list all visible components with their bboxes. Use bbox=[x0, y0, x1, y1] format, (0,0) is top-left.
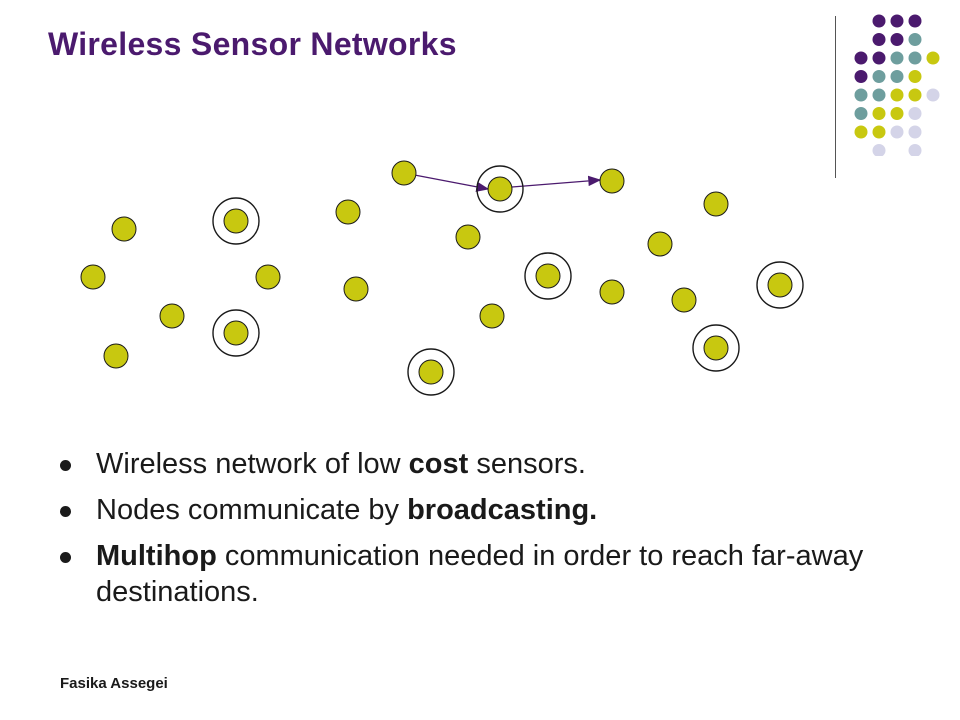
decorative-dot bbox=[854, 51, 868, 65]
decorative-dot bbox=[872, 51, 886, 65]
decorative-dot bbox=[890, 70, 904, 83]
bullet-item: Wireless network of low cost sensors. bbox=[60, 446, 890, 482]
bullet-list: Wireless network of low cost sensors. No… bbox=[60, 446, 890, 620]
sensor-node bbox=[343, 276, 369, 302]
sensor-node bbox=[111, 216, 137, 242]
decorative-dot bbox=[872, 144, 886, 156]
decorative-dot bbox=[872, 125, 886, 139]
decorative-dot-grid bbox=[854, 14, 940, 156]
sensor-node bbox=[255, 264, 281, 290]
broadcast-arrow bbox=[403, 172, 490, 192]
sensor-node bbox=[599, 168, 625, 194]
bullet-run: sensors. bbox=[468, 448, 586, 480]
broadcast-range-ring bbox=[476, 165, 524, 213]
bullet-emphasis: broadcasting. bbox=[407, 494, 598, 526]
sensor-node bbox=[767, 272, 793, 298]
decorative-dot bbox=[890, 125, 904, 139]
decorative-dot bbox=[890, 14, 904, 28]
bullet-emphasis: cost bbox=[408, 448, 469, 480]
broadcast-range-ring bbox=[212, 197, 260, 245]
sensor-node bbox=[223, 208, 249, 234]
title-divider bbox=[835, 16, 836, 178]
decorative-dot bbox=[854, 70, 868, 83]
decorative-dot bbox=[908, 51, 922, 65]
sensor-node bbox=[335, 199, 361, 225]
sensor-node bbox=[671, 287, 697, 313]
decorative-dot bbox=[890, 107, 904, 120]
broadcast-range-ring bbox=[212, 309, 260, 357]
decorative-dot bbox=[890, 33, 904, 46]
sensor-node bbox=[535, 263, 561, 289]
bullet-text: Multihop communication needed in order t… bbox=[96, 540, 863, 608]
sensor-node bbox=[599, 279, 625, 305]
sensor-node bbox=[703, 191, 729, 217]
dot-grid bbox=[854, 14, 940, 156]
bullet-item: Multihop communication needed in order t… bbox=[60, 538, 890, 610]
broadcast-range-ring bbox=[524, 252, 572, 300]
sensor-node bbox=[479, 303, 505, 329]
decorative-dot bbox=[908, 125, 922, 139]
bullet-text: Nodes communicate by broadcasting. bbox=[96, 494, 597, 526]
decorative-dot bbox=[908, 107, 922, 120]
sensor-node bbox=[703, 335, 729, 361]
decorative-dot bbox=[854, 88, 868, 102]
decorative-dot bbox=[926, 88, 940, 102]
decorative-dot bbox=[872, 14, 886, 28]
broadcast-range-ring bbox=[407, 348, 455, 396]
decorative-dot bbox=[854, 125, 868, 139]
sensor-node bbox=[391, 160, 417, 186]
decorative-dot bbox=[908, 144, 922, 156]
decorative-dot bbox=[890, 88, 904, 102]
bullet-dot-icon bbox=[60, 460, 71, 471]
decorative-dot bbox=[872, 33, 886, 46]
decorative-dot bbox=[926, 51, 940, 65]
decorative-dot bbox=[872, 70, 886, 83]
broadcast-range-ring bbox=[692, 324, 740, 372]
sensor-node bbox=[418, 359, 444, 385]
bullet-run: Nodes communicate by bbox=[96, 494, 408, 526]
sensor-node bbox=[487, 176, 513, 202]
broadcast-arrow bbox=[511, 175, 602, 188]
decorative-dot bbox=[908, 14, 922, 28]
bullet-item: Nodes communicate by broadcasting. bbox=[60, 492, 890, 528]
decorative-dot bbox=[890, 51, 904, 65]
decorative-dot bbox=[908, 70, 922, 83]
decorative-dot bbox=[854, 107, 868, 120]
bullet-run: communication needed in order to reach f… bbox=[96, 540, 864, 608]
slide-title: Wireless Sensor Networks bbox=[48, 26, 457, 62]
sensor-node bbox=[159, 303, 185, 329]
sensor-node bbox=[80, 264, 106, 290]
sensor-node bbox=[103, 343, 129, 369]
sensor-network-diagram bbox=[80, 160, 804, 396]
sensor-node bbox=[455, 224, 481, 250]
broadcast-range-ring bbox=[756, 261, 804, 309]
decorative-dot bbox=[908, 33, 922, 46]
decorative-dot bbox=[872, 88, 886, 102]
decorative-dot bbox=[908, 88, 922, 102]
bullet-run: Wireless network of low bbox=[96, 448, 409, 480]
bullet-dot-icon bbox=[60, 506, 71, 517]
sensor-node bbox=[647, 231, 673, 257]
decorative-dot bbox=[872, 107, 886, 120]
bullet-text: Wireless network of low cost sensors. bbox=[96, 448, 586, 480]
bullet-dot-icon bbox=[60, 552, 71, 563]
bullet-emphasis: Multihop bbox=[96, 540, 217, 572]
footer-author: Fasika Assegei bbox=[60, 675, 168, 692]
sensor-node bbox=[223, 320, 249, 346]
